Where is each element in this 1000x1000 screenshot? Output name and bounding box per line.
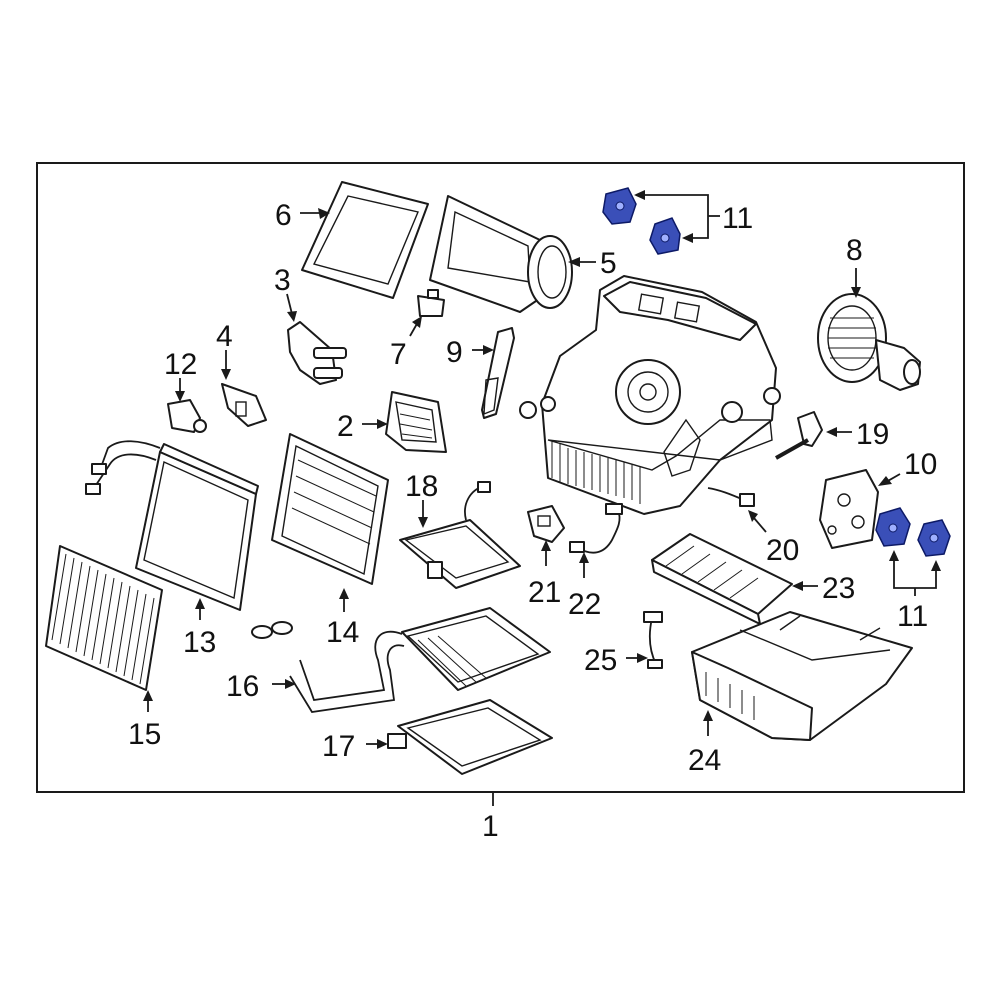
callout-9-arrow (483, 345, 494, 355)
callout-18[interactable]: 18 (405, 470, 438, 503)
part-10-control-module[interactable] (819, 469, 879, 549)
callout-20-arrow (748, 510, 758, 522)
callout-20[interactable]: 20 (766, 534, 799, 567)
part-13-evaporator-core[interactable] (85, 440, 259, 611)
callout-11-top[interactable]: 11 (722, 202, 753, 235)
callout-9[interactable]: 9 (446, 336, 463, 369)
part-18-heater-module[interactable] (399, 481, 521, 589)
part-19-sensor-rod[interactable] (775, 411, 823, 460)
callout-25-arrow (637, 653, 648, 663)
callout-12[interactable]: 12 (164, 348, 197, 381)
part-11-actuator-top-b[interactable] (649, 217, 681, 255)
callout-3-leader (286, 293, 293, 315)
callout-10-arrow (878, 476, 892, 486)
callout-6[interactable]: 6 (275, 199, 292, 232)
part-20-sensor-lead[interactable] (707, 487, 755, 507)
callout-15[interactable]: 15 (128, 718, 161, 751)
callout-14-arrow (339, 588, 349, 599)
callout-22-arrow (579, 552, 589, 563)
callout-4-arrow (221, 369, 231, 380)
callout-12-arrow (175, 391, 185, 402)
callout-3[interactable]: 3 (274, 264, 291, 297)
part-4-clip[interactable] (221, 383, 267, 427)
callout-8[interactable]: 8 (846, 234, 863, 267)
part-17-core-frame[interactable] (387, 699, 553, 775)
callout-18-arrow (418, 517, 428, 528)
part-3-pipe-bracket[interactable] (287, 321, 347, 385)
assembly-frame (36, 162, 965, 793)
callout-24-arrow (703, 710, 713, 721)
part-14-heater-core-frame[interactable] (271, 433, 389, 585)
callout-14[interactable]: 14 (326, 616, 359, 649)
part-2-vent-outlet[interactable] (385, 391, 447, 453)
callout-23-arrow (792, 581, 803, 591)
part-12-sensor[interactable] (167, 399, 207, 433)
callout-11-bottom[interactable]: 11 (897, 600, 928, 633)
callout-11-top-arrow-a (634, 190, 645, 200)
callout-6-arrow (318, 208, 330, 219)
callout-11-top-arrow-b (682, 233, 693, 243)
callout-11-bottom-arrow-b (931, 560, 941, 571)
callout-5-arrow (568, 257, 580, 267)
part-7-clip[interactable] (417, 289, 445, 317)
callout-16-arrow (285, 679, 296, 689)
callout-19[interactable]: 19 (856, 418, 889, 451)
callout-13[interactable]: 13 (183, 626, 216, 659)
callout-17-arrow (377, 739, 388, 749)
callout-15-arrow (143, 690, 153, 701)
callout-4[interactable]: 4 (216, 320, 233, 353)
callout-10[interactable]: 10 (904, 448, 937, 481)
part-9-seal[interactable] (481, 327, 515, 419)
part-11-actuator-bottom-a[interactable] (875, 507, 911, 547)
callout-7-arrow (412, 316, 422, 328)
part-6-filter-frame[interactable] (301, 181, 429, 299)
part-15-cabin-filter[interactable] (45, 545, 163, 691)
callout-3-arrow (287, 311, 297, 322)
part-8-blower-motor[interactable] (817, 293, 921, 391)
callout-20-leader (753, 517, 767, 533)
callout-24[interactable]: 24 (688, 744, 721, 777)
callout-16[interactable]: 16 (226, 670, 259, 703)
callout-2-arrow (377, 419, 388, 429)
callout-19-arrow (826, 427, 837, 437)
callout-17[interactable]: 17 (322, 730, 355, 763)
part-5-blower-housing[interactable] (429, 195, 573, 313)
callout-22[interactable]: 22 (568, 588, 601, 621)
part-25-drain-fitting[interactable] (643, 611, 663, 669)
callout-8-arrow (851, 287, 861, 298)
part-16-heater-core[interactable] (251, 607, 551, 713)
callout-25[interactable]: 25 (584, 644, 617, 677)
callout-21[interactable]: 21 (528, 576, 561, 609)
callout-11-bottom-bracket (893, 556, 937, 589)
part-11-actuator-top-a[interactable] (602, 187, 637, 225)
callout-7[interactable]: 7 (390, 338, 407, 371)
callout-23[interactable]: 23 (822, 572, 855, 605)
callout-21-arrow (541, 540, 551, 551)
part-24-lower-case[interactable] (691, 611, 913, 741)
callout-2[interactable]: 2 (337, 410, 354, 443)
callout-13-arrow (195, 598, 205, 609)
part-21-resistor[interactable] (527, 505, 565, 543)
part-11-actuator-bottom-b[interactable] (917, 519, 951, 557)
callout-1[interactable]: 1 (482, 810, 499, 843)
callout-11-bottom-arrow-a (889, 550, 899, 561)
callout-5[interactable]: 5 (600, 247, 617, 280)
part-22-wire-harness[interactable] (569, 503, 623, 554)
hvac-main-case[interactable] (519, 275, 781, 515)
